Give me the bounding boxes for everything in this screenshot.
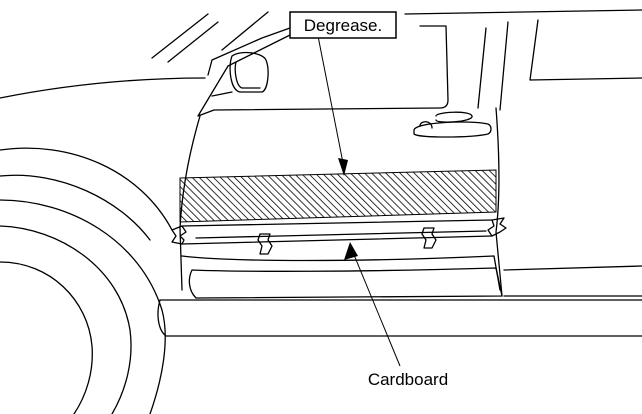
- cardboard-arrow: [344, 242, 401, 367]
- front-wheel: [0, 199, 166, 414]
- degrease-callout: Degrease.: [289, 11, 397, 39]
- tape-pieces: [257, 227, 437, 255]
- lower-body: [157, 255, 642, 337]
- roof-line: [207, 27, 291, 76]
- rear-window: [529, 19, 642, 81]
- degrease-area: [179, 169, 497, 223]
- door-handle: [413, 111, 492, 138]
- front-door: [179, 107, 503, 297]
- degrease-label: Degrease.: [304, 16, 382, 35]
- door-window-frame: [197, 25, 449, 117]
- cardboard-strip: [171, 217, 507, 245]
- hood-line: [0, 77, 206, 99]
- b-pillar: [477, 21, 509, 111]
- cardboard-label: Cardboard: [368, 370, 448, 389]
- degrease-arrow: [317, 35, 348, 176]
- windshield-lines: [151, 11, 269, 63]
- fender-edge: [0, 147, 173, 241]
- side-mirror: [211, 51, 269, 97]
